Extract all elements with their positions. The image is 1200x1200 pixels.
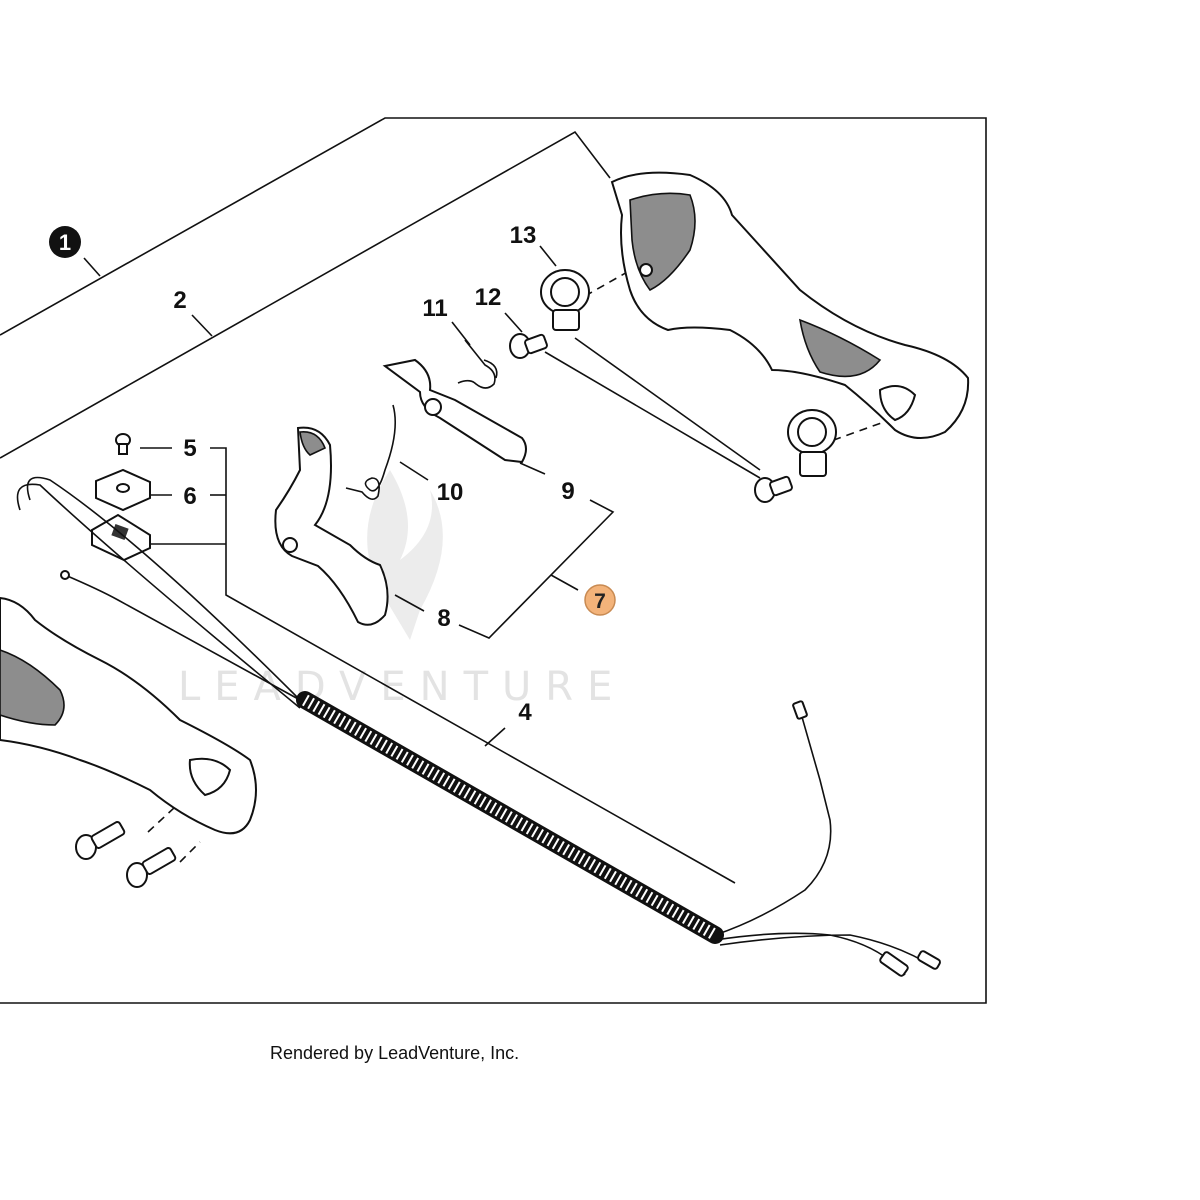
clamp-upper <box>540 269 590 331</box>
callout-5[interactable]: 5 <box>183 435 196 462</box>
bracket-7 <box>458 499 615 639</box>
callout-9[interactable]: 9 <box>561 478 574 505</box>
clamp-lower <box>787 409 837 477</box>
watermark-text: LEADVENTURE <box>178 664 626 710</box>
callout-1[interactable]: 1 <box>49 226 81 258</box>
callout-10[interactable]: 10 <box>437 479 464 506</box>
spring-11 <box>457 339 498 389</box>
callout-11[interactable]: 11 <box>422 295 447 322</box>
watermark: LEADVENTURE <box>178 470 626 710</box>
callout-13[interactable]: 13 <box>510 222 537 249</box>
bracket-2 <box>0 130 611 459</box>
footer-credit: Rendered by LeadVenture, Inc. <box>270 1043 520 1063</box>
handle-housing-part <box>610 171 970 439</box>
screw-lower-1 <box>75 821 126 860</box>
callout-2[interactable]: 2 <box>173 287 186 314</box>
screw-12-upper <box>509 333 548 359</box>
callout-8[interactable]: 8 <box>437 605 450 632</box>
lower-handle-housing <box>0 596 257 835</box>
bracket-5-6-4 <box>210 447 736 884</box>
screw-lower-2 <box>126 847 177 888</box>
screw-5 <box>115 433 131 455</box>
clip-6 <box>95 468 151 512</box>
trigger-8 <box>274 426 389 626</box>
callout-7-highlighted[interactable]: 7 <box>584 584 616 616</box>
screw-12-lower <box>754 475 793 503</box>
callout-12[interactable]: 12 <box>475 284 502 311</box>
stop-switch <box>91 513 151 562</box>
callout-4[interactable]: 4 <box>518 699 532 726</box>
svg-text:7: 7 <box>594 590 606 613</box>
lever-9 <box>382 358 527 464</box>
svg-text:1: 1 <box>59 230 71 255</box>
callout-6[interactable]: 6 <box>183 483 196 510</box>
cable-assembly-4 <box>16 476 941 977</box>
assembly-frame <box>0 117 987 1004</box>
spring-10 <box>345 404 397 500</box>
